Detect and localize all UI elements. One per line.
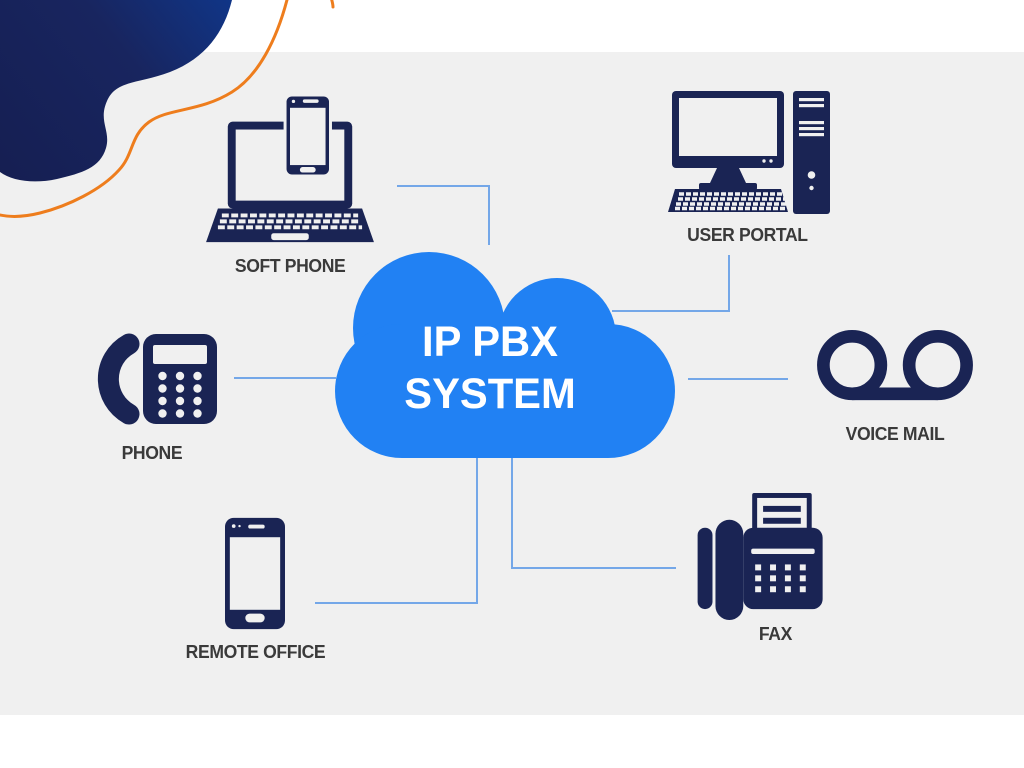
fax-machine-icon	[697, 493, 823, 620]
node-label-remote-office: REMOTE OFFICE	[185, 641, 325, 662]
node-soft-phone: SOFT PHONE	[200, 92, 380, 277]
orange-swirl-tip	[330, 0, 335, 9]
node-label-soft-phone: SOFT PHONE	[234, 255, 346, 276]
connector-soft-phone	[397, 185, 490, 245]
voicemail-reels-icon	[817, 330, 973, 401]
desk-telephone-icon	[97, 333, 217, 425]
connector-user-portal	[612, 255, 730, 312]
navy-blob-shape	[0, 0, 232, 182]
desktop-computer-icon	[668, 91, 830, 214]
orange-swirl-line	[0, 0, 289, 218]
cloud-base	[335, 324, 675, 458]
node-phone: PHONE	[85, 330, 219, 464]
node-label-user-portal: USER PORTAL	[687, 224, 808, 245]
connector-fax	[511, 458, 676, 569]
node-label-voice-mail: VOICE MAIL	[845, 423, 945, 444]
ip-pbx-cloud	[335, 252, 675, 458]
connector-remote-office	[315, 458, 478, 604]
node-label-fax: FAX	[758, 623, 792, 644]
smartphone-icon	[225, 517, 285, 630]
node-fax: FAX	[690, 493, 860, 645]
node-voice-mail: VOICE MAIL	[813, 330, 977, 445]
cloud-title-line2: SYSTEM	[404, 370, 576, 419]
node-remote-office: REMOTE OFFICE	[175, 517, 335, 663]
corner-decoration	[0, 0, 335, 218]
cloud-title: IP PBX SYSTEM	[325, 316, 655, 421]
node-label-phone: PHONE	[121, 442, 183, 463]
cloud-title-line1: IP PBX	[421, 318, 559, 366]
node-user-portal: USER PORTAL	[655, 91, 840, 246]
laptop-with-smartphone-icon	[206, 93, 374, 243]
